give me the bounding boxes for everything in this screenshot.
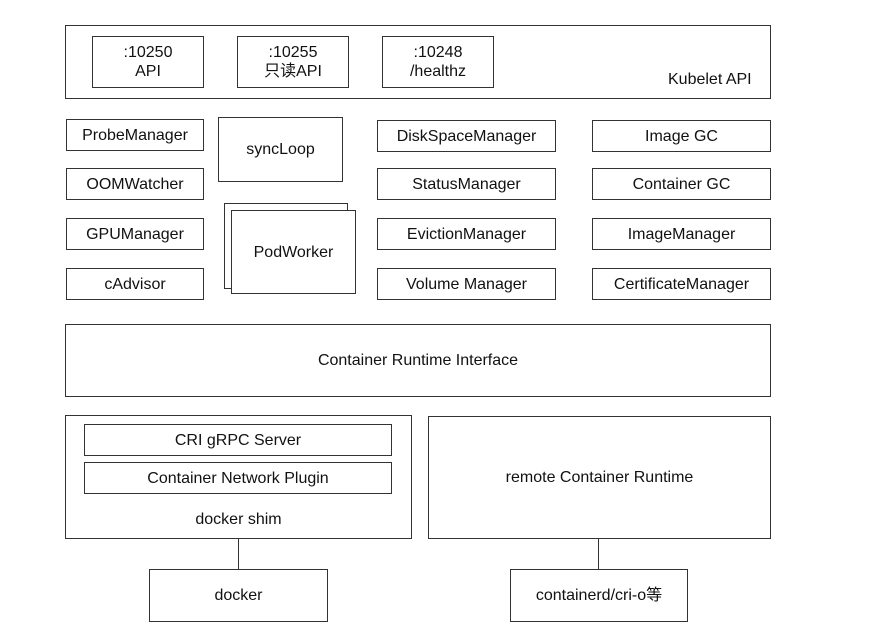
volume-manager-box: Volume Manager [377,268,556,300]
port-10255-box: :10255 只读API [237,36,349,88]
container-gc-box: Container GC [592,168,771,200]
port-10248-number: :10248 [413,44,463,61]
containerd-box: containerd/cri-o等 [510,569,688,622]
docker-shim-label: docker shim [195,511,282,528]
pod-worker-box: PodWorker [231,210,356,294]
image-manager-box: ImageManager [592,218,771,250]
kubelet-api-label: Kubelet API [668,71,752,88]
port-10255-name: 只读API [264,63,322,80]
port-10248-name: /healthz [409,63,467,80]
container-network-plugin-box: Container Network Plugin [84,462,392,494]
port-10255-number: :10255 [268,44,318,61]
probe-manager-box: ProbeManager [66,119,204,151]
port-10250-name: API [135,63,161,80]
remote-runtime-box: remote Container Runtime [428,416,771,539]
image-gc-box: Image GC [592,120,771,152]
containerd-connector-line [598,539,599,569]
disk-space-manager-box: DiskSpaceManager [377,120,556,152]
cadvisor-box: cAdvisor [66,268,204,300]
cri-box: Container Runtime Interface [65,324,771,397]
gpu-manager-box: GPUManager [66,218,204,250]
eviction-manager-box: EvictionManager [377,218,556,250]
port-10248-box: :10248 /healthz [382,36,494,88]
sync-loop-box: syncLoop [218,117,343,182]
port-10250-box: :10250 API [92,36,204,88]
docker-box: docker [149,569,328,622]
docker-connector-line [238,539,239,569]
status-manager-box: StatusManager [377,168,556,200]
port-10250-number: :10250 [123,44,173,61]
cri-grpc-server-box: CRI gRPC Server [84,424,392,456]
oom-watcher-box: OOMWatcher [66,168,204,200]
certificate-manager-box: CertificateManager [592,268,771,300]
